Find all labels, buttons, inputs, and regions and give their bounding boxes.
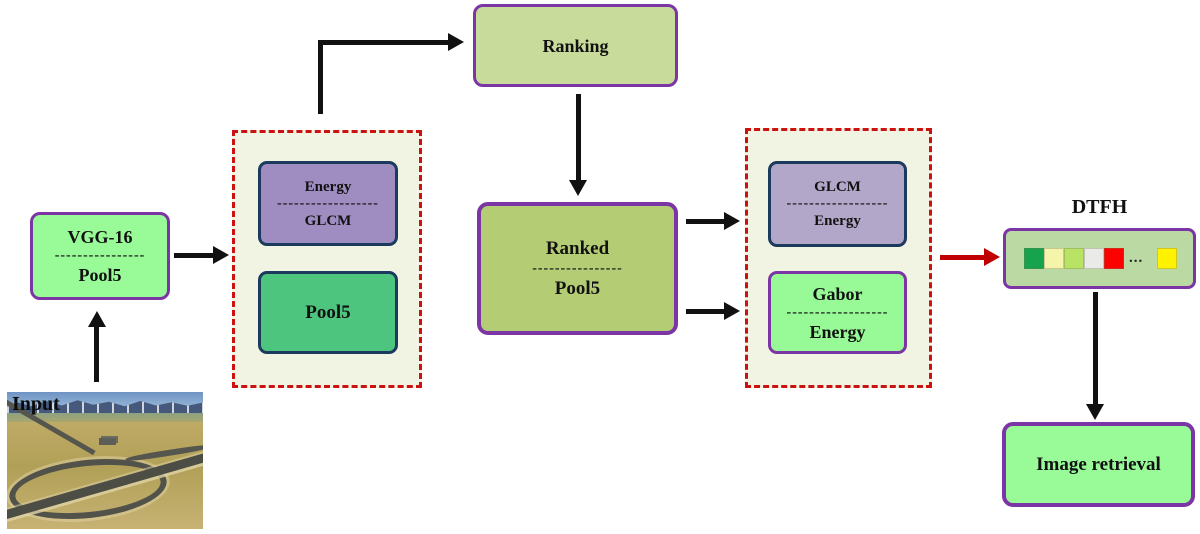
divider-dashes: ------------------ [786,304,889,320]
glcm-label: GLCM [814,179,861,195]
input-label: Input [12,393,60,415]
vgg16-pool5-box: VGG-16 ---------------- Pool5 [30,212,170,300]
pool5-label: Pool5 [305,301,351,323]
histogram-bin [1064,248,1084,269]
divider-dashes: ------------------ [277,195,379,211]
gabor-energy-box: Gabor ------------------ Energy [768,271,907,354]
divider-dashes: ---------------- [532,260,623,276]
ranked-label: Ranked [545,237,610,259]
image-retrieval-box: Image retrieval [1002,422,1195,507]
histogram-bin [1157,248,1178,269]
pool5-box: Pool5 [258,271,398,354]
energy-label: Energy [304,178,352,195]
divider-dashes: ------------------ [786,196,889,211]
divider-dashes: ---------------- [54,248,146,263]
histogram-bin [1104,248,1124,269]
gabor-label: Gabor [812,283,863,304]
ranking-box: Ranking [473,4,678,87]
image-retrieval-label: Image retrieval [1036,453,1161,475]
ranking-label: Ranking [542,35,609,56]
pool5-label: Pool5 [554,277,601,299]
ellipsis: ... [1129,250,1144,266]
dtfh-histogram-box: ... [1003,228,1196,289]
histogram-bin [1044,248,1064,269]
dtfh-cells: ... [1024,248,1178,269]
energy-glcm-box: Energy ------------------ GLCM [258,161,398,246]
dtfh-label: DTFH [1071,196,1128,218]
pool5-label: Pool5 [78,265,122,285]
input-image: Input [7,392,203,529]
energy-label: Energy [809,321,866,342]
glcm-energy-box: GLCM ------------------ Energy [768,161,907,247]
histogram-bin [1024,248,1044,269]
energy-label: Energy [814,213,861,229]
ranked-pool5-box: Ranked ---------------- Pool5 [477,202,678,335]
glcm-label: GLCM [304,212,352,229]
valley-strip [7,413,203,422]
vgg16-label: VGG-16 [67,227,133,247]
histogram-bin [1084,248,1104,269]
building [99,438,116,445]
